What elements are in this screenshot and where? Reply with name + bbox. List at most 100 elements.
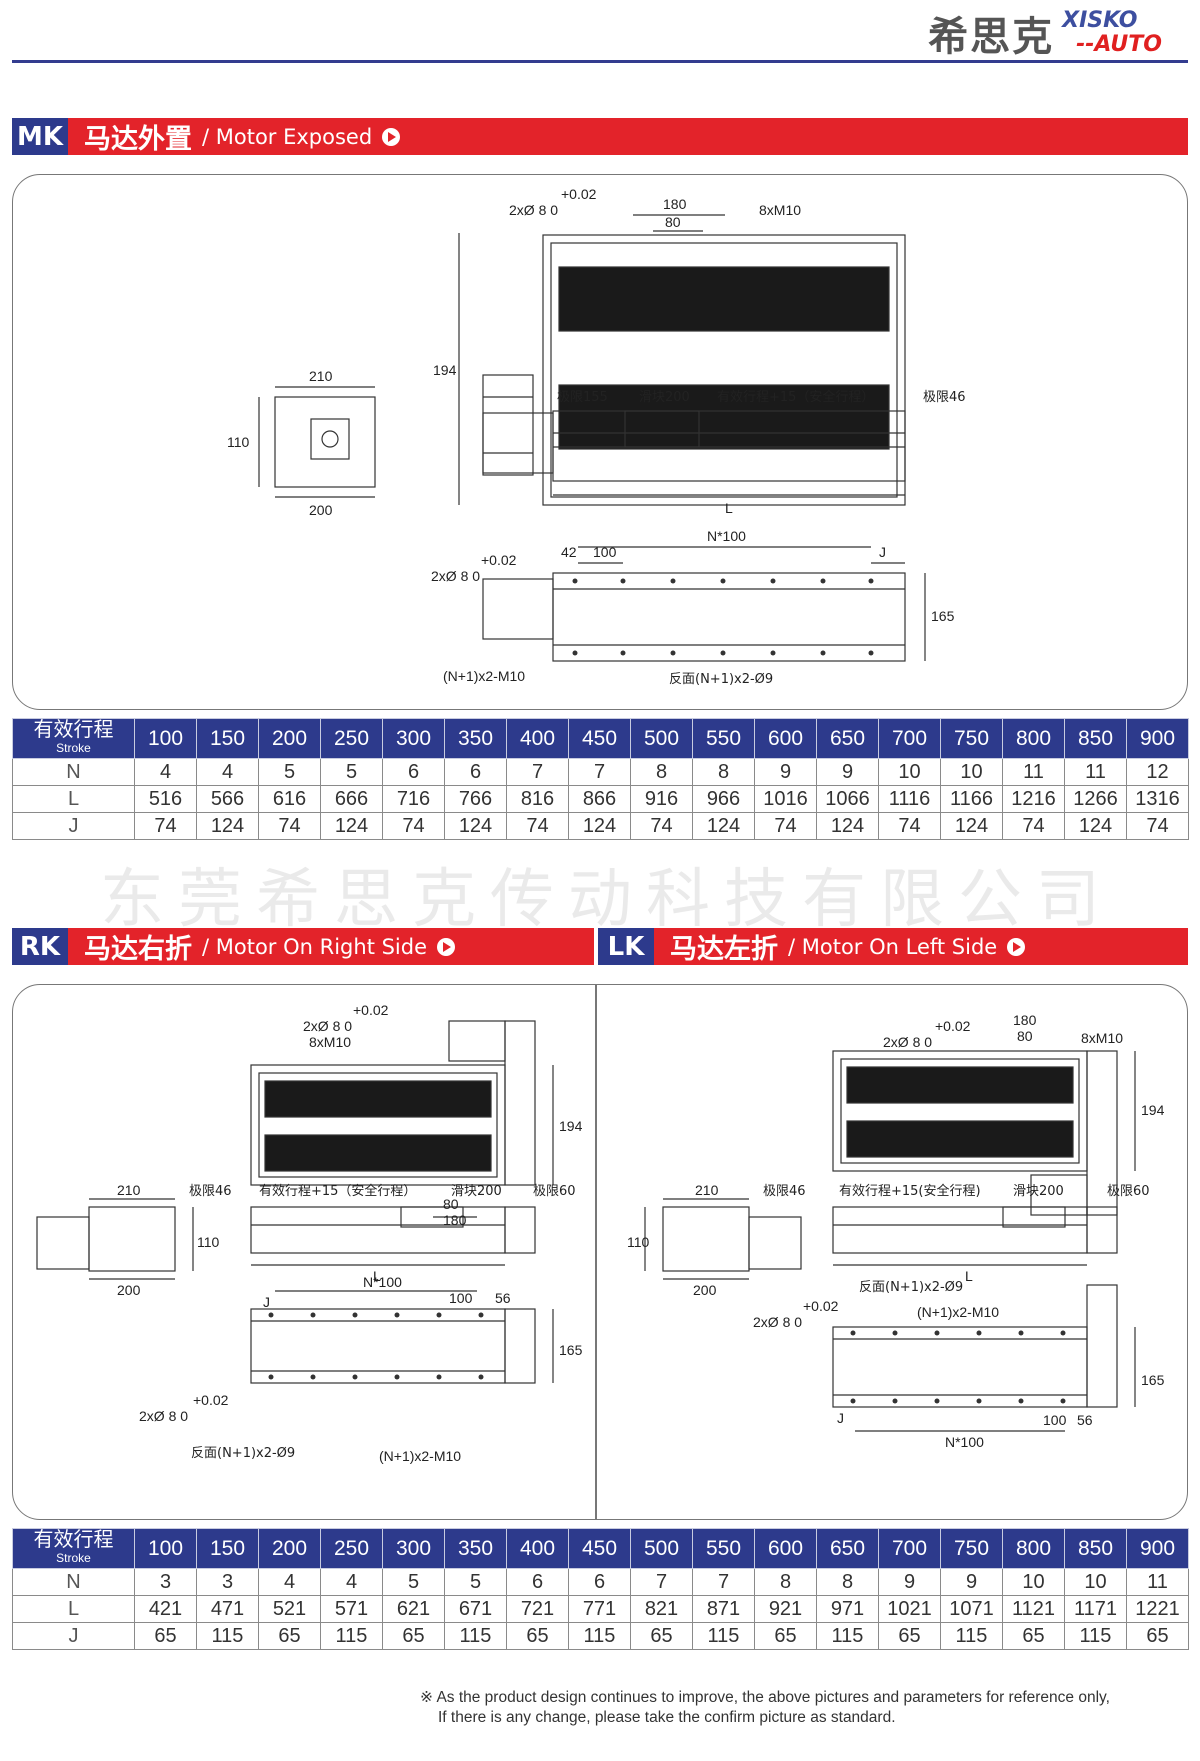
mk-label-pin: 2xØ 8 0	[509, 202, 558, 218]
rk-body-bottom	[250, 1308, 506, 1384]
mk-label-100: 100	[593, 544, 617, 560]
mk-label-n100: N*100	[707, 528, 746, 544]
rk-label-n100: N*100	[363, 1274, 402, 1290]
lk-label-lim60: 极限60	[1107, 1184, 1150, 1199]
lk-end-profile	[662, 1206, 750, 1272]
mk-drawing: +0.02 2xØ 8 0 180 80 8xM10 194 210 110 2…	[227, 186, 966, 687]
mk-banner: MK 马达外置 / Motor Exposed	[12, 118, 1188, 155]
rk-label-80: 80	[443, 1196, 459, 1212]
rk-label-110: 110	[197, 1234, 220, 1250]
rk-label-back9: 反面(N+1)x2-Ø9	[191, 1446, 295, 1461]
disclaimer-note: ※ As the product design continues to imp…	[420, 1688, 1110, 1728]
mk-rail-lower	[558, 384, 890, 450]
rk-title-cn: 马达右折	[84, 934, 192, 965]
lk-label-110: 110	[627, 1234, 650, 1250]
mk-label-165: 165	[931, 608, 955, 624]
rk-label-pin: 2xØ 8 0	[303, 1018, 352, 1034]
mk-title-en: / Motor Exposed	[202, 124, 373, 149]
mk-label-180: 180	[663, 196, 687, 212]
mk-drawing-panel: +0.02 2xØ 8 0 180 80 8xM10 194 210 110 2…	[12, 174, 1188, 710]
lk-label-m10b: (N+1)x2-M10	[917, 1304, 999, 1320]
lk-rail-lower	[846, 1120, 1074, 1158]
lk-label-pin-b: 2xØ 8 0	[753, 1314, 802, 1330]
play-icon	[382, 127, 401, 146]
lk-label-tol: +0.02	[935, 1018, 971, 1034]
lk-banner: LK 马达左折 / Motor On Left Side	[598, 928, 1188, 965]
lk-title-cn: 马达左折	[670, 934, 778, 965]
rk-motor-top	[504, 1020, 536, 1186]
rk-label-L: L	[373, 1268, 381, 1284]
rk-body-side	[250, 1206, 506, 1254]
lk-label-210: 210	[695, 1182, 719, 1198]
rk-label-180: 180	[443, 1212, 467, 1228]
watermark: 东莞希思克传动科技有限公司	[100, 863, 1114, 937]
lk-label-m10: 8xM10	[1081, 1030, 1123, 1046]
panel-divider	[595, 985, 597, 1519]
rk-banner: RK 马达右折 / Motor On Right Side	[12, 928, 594, 965]
play-icon	[437, 937, 456, 956]
rk-label-tol-b: +0.02	[193, 1392, 229, 1408]
rk-label-stroke15: 有效行程+15（安全行程）	[259, 1183, 416, 1199]
rk-label-100: 100	[449, 1290, 473, 1306]
mk-label-pin-b: 2xØ 8 0	[431, 568, 480, 584]
lk-code: LK	[598, 928, 654, 965]
lk-title-en: / Motor On Left Side	[788, 934, 998, 959]
mk-label-194: 194	[433, 362, 457, 378]
rk-label-slider200: 滑块200	[451, 1184, 502, 1199]
brand-logo: 希思克 XISKO --AUTO	[928, 8, 1162, 61]
lk-rail-upper	[846, 1066, 1074, 1104]
lk-label-165: 165	[1141, 1372, 1165, 1388]
mk-label-tol: +0.02	[561, 186, 597, 202]
mk-label-110: 110	[227, 434, 250, 450]
mk-body-bottom	[552, 572, 906, 662]
lk-label-200: 200	[693, 1282, 717, 1298]
stroke-header: 有效行程 Stroke	[12, 718, 135, 759]
rk-label-lim60: 极限60	[533, 1184, 576, 1199]
lk-label-56: 56	[1077, 1412, 1093, 1428]
rk-lk-drawing: +0.02 2xØ 8 0 8xM10 194 80 180 210 110 2…	[36, 1002, 1165, 1464]
mk-body-side	[552, 410, 906, 482]
lk-label-lim46: 极限46	[763, 1184, 806, 1199]
mk-label-80: 80	[665, 214, 681, 230]
rk-label-lim46: 极限46	[189, 1184, 232, 1199]
mk-label-42: 42	[561, 544, 577, 560]
header-rule	[12, 60, 1188, 63]
mk-label-m10: 8xM10	[759, 202, 801, 218]
stroke-header: 有效行程 Stroke	[12, 1528, 135, 1569]
mk-label-m10b: (N+1)x2-M10	[443, 668, 525, 684]
mk-rail-upper	[558, 266, 890, 332]
brand-name-cn: 希思克	[928, 14, 1055, 60]
rk-title-en: / Motor On Right Side	[202, 934, 428, 959]
rk-label-210: 210	[117, 1182, 141, 1198]
mk-code: MK	[12, 118, 68, 155]
mk-title-cn: 马达外置	[84, 124, 192, 155]
lk-label-slider200: 滑块200	[1013, 1184, 1064, 1199]
brand-en-top: XISKO	[1062, 8, 1138, 33]
disclaimer-line-2: If there is any change, please take the …	[438, 1709, 896, 1726]
rk-label-m10b: (N+1)x2-M10	[379, 1448, 461, 1464]
lk-label-L: L	[965, 1268, 973, 1284]
mk-label-back9: 反面(N+1)x2-Ø9	[669, 672, 773, 687]
mk-motor-top	[482, 374, 534, 476]
lk-label-n100: N*100	[945, 1434, 984, 1450]
lk-body-side	[832, 1206, 1088, 1254]
mk-label-200: 200	[309, 502, 333, 518]
rk-code: RK	[12, 928, 68, 965]
play-icon	[1007, 937, 1026, 956]
lk-label-back9: 反面(N+1)x2-Ø9	[859, 1280, 963, 1295]
lk-label-pin: 2xØ 8 0	[883, 1034, 932, 1050]
rk-label-56: 56	[495, 1290, 511, 1306]
disclaimer-line-1: ※ As the product design continues to imp…	[420, 1689, 1110, 1706]
lk-label-180: 180	[1013, 1012, 1037, 1028]
mk-label-stroke15: 有效行程+15（安全行程）	[717, 389, 874, 405]
mk-label-slider200: 滑块200	[639, 390, 690, 405]
mk-label-lim46: 极限46	[923, 390, 966, 405]
lk-motor-top	[1086, 1050, 1118, 1216]
mk-body-top	[542, 234, 906, 506]
